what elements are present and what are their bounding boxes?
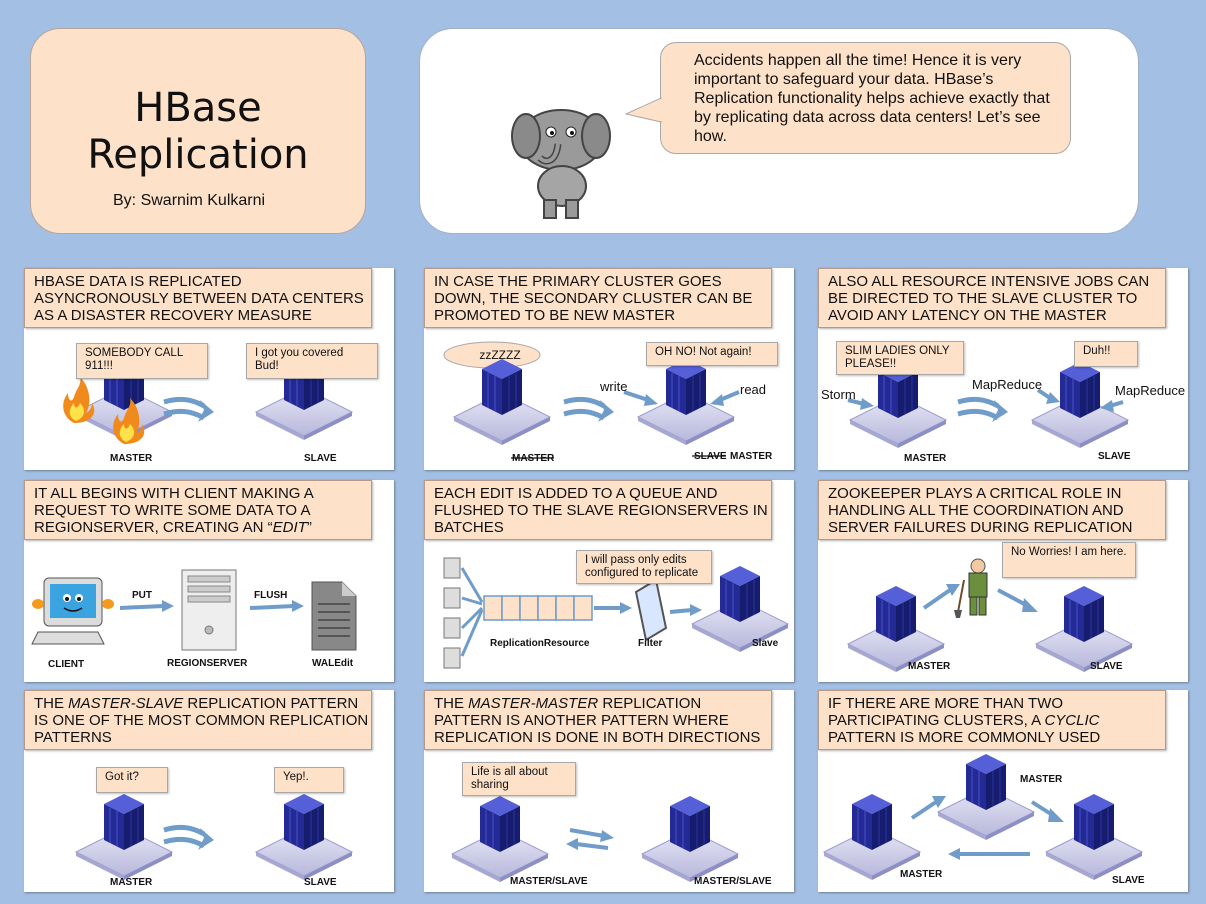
speech-bubble: SOMEBODY CALL 911!!! — [76, 343, 208, 379]
speech-bubble: I got you covered Bud! — [246, 343, 378, 379]
replication-arrow-icon — [564, 399, 614, 422]
panel-diagram — [847, 361, 1129, 449]
mapreduce-label: MapReduce — [1115, 383, 1186, 398]
storm-label: Storm — [821, 387, 856, 402]
panel-header: ALSO ALL RESOURCE INTENSIVE JOBS CAN BE … — [818, 268, 1166, 328]
slave-label: SLAVE — [304, 453, 337, 464]
bidirectional-arrow-icon — [566, 828, 614, 850]
bubble-tail — [624, 97, 663, 123]
author-line: By: Swarnim Kulkarni — [113, 192, 266, 209]
panel-offload-jobs: ALSO ALL RESOURCE INTENSIVE JOBS CAN BE … — [818, 268, 1188, 470]
write-label: write — [600, 379, 628, 394]
panel-queue-batches: EACH EDIT IS ADDED TO A QUEUE AND FLUSHE… — [424, 480, 794, 682]
speech-bubble: No Worries! I am here. — [1002, 542, 1136, 578]
master-server-icon — [75, 793, 173, 881]
new-master-label: MASTER — [730, 451, 773, 462]
replication-arrow-icon — [958, 399, 1008, 422]
panel-zookeeper: ZOOKEEPER PLAYS A CRITICAL ROLE IN HANDL… — [818, 480, 1188, 682]
filter-label: Filter — [638, 638, 663, 649]
slave-label: Slave — [752, 638, 779, 649]
master-label: MASTER — [1020, 774, 1063, 785]
master-label: MASTER — [110, 877, 153, 888]
panel-header: THE MASTER-SLAVE REPLICATION PATTERN IS … — [24, 690, 372, 750]
panel-master-master: THE MASTER-MASTER REPLICATION PATTERN IS… — [424, 690, 794, 892]
panel-failover: IN CASE THE PRIMARY CLUSTER GOES DOWN, T… — [424, 268, 794, 470]
client-label: CLIENT — [48, 659, 85, 670]
speech-bubble: Got it? — [96, 767, 168, 793]
flush-label: FLUSH — [254, 590, 288, 601]
panel-client-edit: IT ALL BEGINS WITH CLIENT MAKING A REQUE… — [24, 480, 394, 682]
panel-header: THE MASTER-MASTER REPLICATION PATTERN IS… — [424, 690, 772, 750]
master-slave-server-icon — [451, 795, 549, 883]
panel-header: IN CASE THE PRIMARY CLUSTER GOES DOWN, T… — [424, 268, 772, 328]
slave-label: SLAVE — [304, 877, 337, 888]
master-label: MASTER — [512, 453, 555, 464]
panel-master-slave: THE MASTER-SLAVE REPLICATION PATTERN IS … — [24, 690, 394, 892]
panel-diagram — [451, 795, 739, 883]
panel-diagram — [443, 341, 740, 459]
replication-arrow-icon — [164, 399, 214, 422]
left-master-server-icon — [823, 793, 921, 881]
slave-label: SLAVE — [1090, 661, 1123, 672]
slave-server-icon — [255, 793, 353, 881]
panel-diagram — [823, 753, 1143, 881]
master-slave-server-icon — [641, 795, 739, 883]
read-label: read — [740, 382, 767, 397]
elephant-icon — [511, 109, 611, 219]
speech-bubble: Life is all about sharing — [462, 762, 576, 796]
put-label: PUT — [132, 590, 152, 601]
speech-bubble: I will pass only edits configured to rep… — [576, 550, 712, 584]
wal-document-icon — [311, 581, 357, 651]
panel-header: IT ALL BEGINS WITH CLIENT MAKING A REQUE… — [24, 480, 372, 540]
panel-header: EACH EDIT IS ADDED TO A QUEUE AND FLUSHE… — [424, 480, 772, 540]
queue-label: ReplicationResource — [490, 638, 590, 649]
mapreduce-label: MapReduce — [972, 377, 1043, 392]
main-title: HBase Replication — [87, 85, 309, 178]
title-card: HBase Replication By: Swarnim Kulkarni — [30, 28, 366, 234]
slave-server-icon — [1045, 793, 1143, 881]
edit-documents-icon — [443, 557, 461, 669]
regionserver-tower-icon — [181, 569, 237, 651]
old-slave-label: SLAVE — [694, 451, 727, 462]
master-slave-label: MASTER/SLAVE — [694, 876, 772, 887]
master-label: MASTER — [908, 661, 951, 672]
panel-diagram — [31, 569, 357, 651]
speech-bubble: OH NO! Not again! — [646, 342, 778, 366]
panel-header: IF THERE ARE MORE THAN TWO PARTICIPATING… — [818, 690, 1166, 750]
intro-speech-bubble: Accidents happen all the time! Hence it … — [660, 42, 1071, 154]
regionserver-label: REGIONSERVER — [167, 658, 248, 669]
panel-cyclic: IF THERE ARE MORE THAN TWO PARTICIPATING… — [818, 690, 1188, 892]
speech-bubble: Yep!. — [274, 767, 344, 793]
speech-bubble: Duh!! — [1074, 341, 1138, 367]
master-server-icon — [453, 358, 551, 446]
panel-diagram — [443, 557, 789, 669]
master-slave-label: MASTER/SLAVE — [510, 876, 588, 887]
master-label: MASTER — [904, 453, 947, 464]
zookeeper-icon — [954, 558, 988, 618]
filter-icon — [634, 578, 668, 642]
top-master-server-icon — [937, 753, 1035, 841]
replication-arrow-icon — [164, 827, 214, 850]
fire-icon — [63, 377, 95, 423]
waledit-label: WALEdit — [312, 658, 354, 669]
master-server-icon — [847, 585, 945, 673]
speech-bubble: SLIM LADIES ONLY PLEASE!! — [836, 341, 964, 375]
panel-disaster-recovery: HBASE DATA IS REPLICATED ASYNCRONOUSLY B… — [24, 268, 394, 470]
slave-label: SLAVE — [1112, 875, 1145, 886]
master-label: MASTER — [900, 869, 943, 880]
panel-header: HBASE DATA IS REPLICATED ASYNCRONOUSLY B… — [24, 268, 372, 328]
thought-text: zzZZZZ — [479, 348, 521, 362]
panel-header: ZOOKEEPER PLAYS A CRITICAL ROLE IN HANDL… — [818, 480, 1166, 540]
panel-diagram — [847, 558, 1133, 673]
master-label: MASTER — [110, 453, 153, 464]
client-computer-icon — [31, 577, 114, 645]
slave-server-icon — [1035, 585, 1133, 673]
replication-queue — [483, 595, 593, 621]
slave-label: SLAVE — [1098, 451, 1131, 462]
